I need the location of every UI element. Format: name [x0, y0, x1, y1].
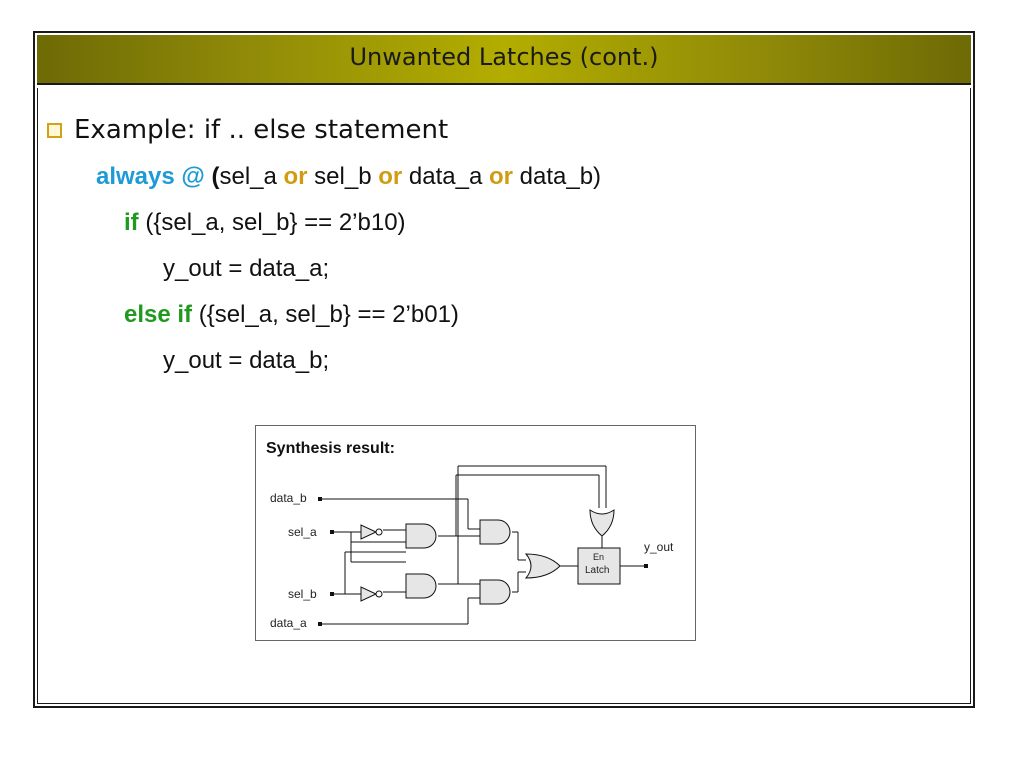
label-sel-b: sel_b — [288, 587, 317, 601]
label-y-out: y_out — [644, 540, 674, 554]
input-port-dots — [318, 497, 648, 626]
arg-data-a: data_a — [402, 163, 489, 190]
code-line-always: always @ (sel_a or sel_b or data_a or da… — [96, 163, 601, 191]
frame-inner-left-rule — [37, 88, 38, 704]
frame-inner-bottom-rule — [37, 703, 971, 704]
keyword-always: always @ — [96, 163, 205, 190]
keyword-or: or — [378, 163, 403, 190]
else-if-condition: ({sel_a, sel_b} == 2’b01) — [192, 301, 459, 328]
slide-title: Unwanted Latches (cont.) — [349, 43, 659, 71]
inverter-gates — [360, 524, 383, 602]
square-bullet-icon — [47, 122, 62, 138]
keyword-else-if: else if — [124, 301, 193, 328]
keyword-or: or — [488, 163, 513, 190]
slide-frame: Unwanted Latches (cont.) — [33, 31, 975, 708]
open-paren: ( — [204, 163, 220, 190]
arg-data-b: data_b) — [512, 163, 602, 190]
arg-sel-a: sel_a — [219, 163, 284, 190]
schematic-diagram: Synthesis result: data_b sel_a sel_b dat… — [266, 440, 674, 630]
code-line-else-if: else if ({sel_a, sel_b} == 2’b01) — [124, 301, 459, 329]
latch-label: Latch — [585, 565, 609, 576]
title-bar: Unwanted Latches (cont.) — [37, 35, 971, 85]
and-gates — [405, 519, 511, 605]
latch-enable-label: En — [593, 552, 604, 562]
or-gates — [524, 509, 615, 579]
label-sel-a: sel_a — [288, 525, 317, 539]
latch-block: En Latch — [577, 547, 621, 585]
frame-inner-right-rule — [970, 88, 971, 704]
keyword-or: or — [283, 163, 308, 190]
code-line-assign-a: y_out = data_a; — [163, 255, 330, 282]
label-data-a: data_a — [270, 616, 307, 630]
schematic-title: Synthesis result: — [266, 440, 395, 457]
arg-sel-b: sel_b — [307, 163, 379, 190]
schematic-wires — [320, 465, 646, 625]
keyword-if: if — [124, 209, 139, 236]
synthesis-schematic: Synthesis result: data_b sel_a sel_b dat… — [255, 425, 696, 641]
label-data-b: data_b — [270, 491, 307, 505]
if-condition: ({sel_a, sel_b} == 2’b10) — [138, 209, 406, 236]
bullet-item: Example: if .. else statement — [47, 115, 448, 145]
bullet-text: Example: if .. else statement — [74, 115, 449, 145]
code-line-assign-b: y_out = data_b; — [163, 347, 330, 374]
code-line-if: if ({sel_a, sel_b} == 2’b10) — [124, 209, 406, 237]
